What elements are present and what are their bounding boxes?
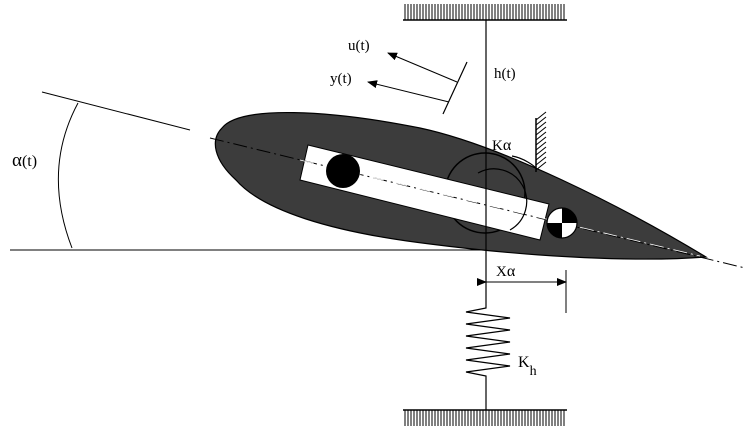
- k-alpha-label: Kα: [492, 137, 512, 154]
- top-ground-support: [403, 4, 567, 21]
- hatch-mark: [535, 156, 547, 166]
- u-arrow: [387, 52, 458, 83]
- h-label: h(t): [494, 66, 516, 82]
- x-alpha-label: Xα: [496, 263, 516, 280]
- elastic-axis-inner-arc: [477, 168, 528, 231]
- hatch-mark: [535, 146, 547, 156]
- k-alpha-base: K: [492, 138, 503, 154]
- hatch-mark: [535, 121, 547, 131]
- x-alpha-base: X: [496, 264, 507, 280]
- hatch-mark: [535, 116, 547, 126]
- angle-reference-line: [41, 91, 191, 131]
- hatch-mark: [535, 111, 547, 121]
- alpha-angle-arc: [57, 102, 79, 249]
- chord-line-white: [299, 159, 701, 257]
- torsion-spring: [511, 155, 537, 169]
- bottom-ground-support: [403, 409, 567, 426]
- y-arrow: [367, 80, 450, 103]
- alpha-argument: (t): [22, 153, 37, 170]
- hatch-mark: [535, 136, 547, 146]
- hatch-mark: [535, 141, 547, 151]
- u-label: u(t): [348, 38, 370, 54]
- alpha-symbol: α: [12, 150, 22, 171]
- hatch-mark: [535, 161, 547, 171]
- k-alpha-symbol: α: [503, 137, 512, 154]
- heave-spring: [465, 300, 511, 380]
- solid-circle-icon: [326, 154, 360, 188]
- flow-marker-bar: [442, 61, 468, 115]
- hatch-mark: [535, 151, 547, 161]
- k-h-label: Kh: [518, 354, 537, 379]
- k-h-subscript: h: [530, 364, 537, 379]
- ballast-rail: [299, 144, 550, 241]
- hatch-mark: [535, 126, 547, 136]
- chord-line: [209, 137, 746, 269]
- x-alpha-symbol: α: [507, 263, 516, 280]
- y-label: y(t): [330, 71, 352, 87]
- alpha-label: α(t): [12, 150, 37, 171]
- torsion-spring-wall: [535, 111, 547, 172]
- cg-marker-icon: [546, 207, 578, 239]
- hatch-mark: [535, 131, 547, 141]
- k-h-base: K: [518, 354, 530, 371]
